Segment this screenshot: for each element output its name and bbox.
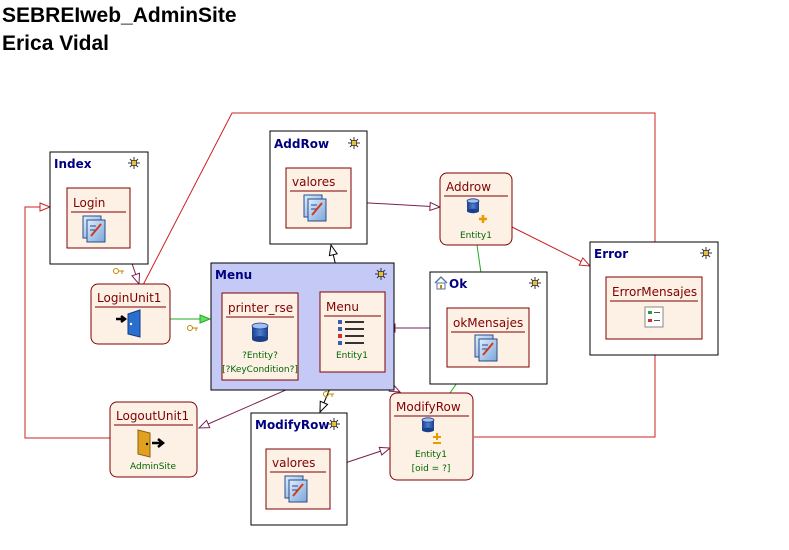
operation-loginunit[interactable]: LoginUnit1 [90,283,171,345]
unit-printer-rse-title: printer_rse [228,301,293,315]
landmark-icon [348,137,360,149]
operation-modifyrow-condition: [oid = ?] [412,464,451,474]
operation-modifyrow-title: ModifyRow [396,400,461,414]
unit-menu-title: Menu [326,300,359,314]
unit-printer-rse-entity: ?Entity? [242,351,278,361]
unit-printer-rse[interactable]: printer_rse ?Entity? [?KeyCondition?] [221,292,299,381]
unit-errormensajes[interactable]: ErrorMensajes [605,276,703,340]
link-logout-to-index[interactable] [24,207,110,439]
home-icon [434,276,448,290]
landmark-icon [375,268,387,280]
unit-valores-modifyrow-title: valores [272,456,315,470]
key-icon [187,325,198,331]
unit-login-title: Login [73,196,105,210]
logout-door-icon [137,429,166,458]
operation-addrow-entity: Entity1 [460,231,492,241]
page-modifyrow-title: ModifyRow [255,418,330,432]
unit-printer-rse-condition: [?KeyCondition?] [222,365,298,375]
page-addrow[interactable]: AddRow valores [269,130,368,245]
unit-menu-entity: Entity1 [336,351,368,361]
operation-logoutunit-target: AdminSite [130,462,176,472]
database-icon [251,322,269,342]
unit-menu[interactable]: Menu Entity1 [319,291,386,373]
author-name: Erica Vidal [2,32,110,55]
operation-logoutunit-title: LogoutUnit1 [116,409,189,423]
link-addrow-to-error[interactable] [511,226,590,266]
unit-valores-addrow-title: valores [292,175,335,189]
data-unit-icon [644,306,664,328]
entry-form-icon [82,215,106,243]
operation-loginunit-title: LoginUnit1 [97,291,161,305]
landmark-icon [529,277,541,289]
operation-modifyrow[interactable]: ModifyRow Entity1 [oid = ?] [389,392,474,481]
landmark-icon [128,157,140,169]
operation-logoutunit[interactable]: LogoutUnit1 AdminSite [109,401,198,478]
entry-form-icon [303,194,327,222]
page-index[interactable]: Index Login [49,151,149,265]
landmark-icon [700,247,712,259]
page-error[interactable]: Error ErrorMensajes [589,241,719,356]
link-loginunit-to-error[interactable] [142,112,655,286]
page-ok[interactable]: Ok okMensajes [429,271,548,385]
database-create-icon [466,198,487,223]
unit-okmensajes[interactable]: okMensajes [446,307,530,368]
page-modifyrow[interactable]: ModifyRow valores [250,412,348,526]
page-menu[interactable]: Menu printer_rse ?Entity? [?KeyCondition… [210,262,395,391]
unit-valores-addrow[interactable]: valores [285,167,352,229]
page-ok-title: Ok [449,277,468,291]
unit-okmensajes-title: okMensajes [453,316,523,330]
key-icon [113,268,124,274]
unit-valores-modifyrow[interactable]: valores [265,448,331,510]
unit-login[interactable]: Login [66,187,131,249]
entry-form-icon [474,334,498,362]
page-error-title: Error [594,247,628,261]
operation-addrow[interactable]: Addrow Entity1 [439,172,513,246]
database-modify-icon [421,417,441,444]
key-icon [323,391,334,397]
menu-list-icon [338,320,364,345]
page-menu-title: Menu [215,268,252,282]
landmark-icon [328,418,340,430]
entry-form-icon [284,475,308,503]
operation-modifyrow-entity: Entity1 [415,450,447,460]
operation-addrow-title: Addrow [446,180,491,194]
page-addrow-title: AddRow [274,137,329,151]
unit-errormensajes-title: ErrorMensajes [612,285,697,299]
page-index-title: Index [54,157,92,171]
project-title: SEBREIweb_AdminSite [2,4,237,27]
link-modifyrow-to-error[interactable] [474,340,655,438]
login-door-icon [116,309,141,338]
